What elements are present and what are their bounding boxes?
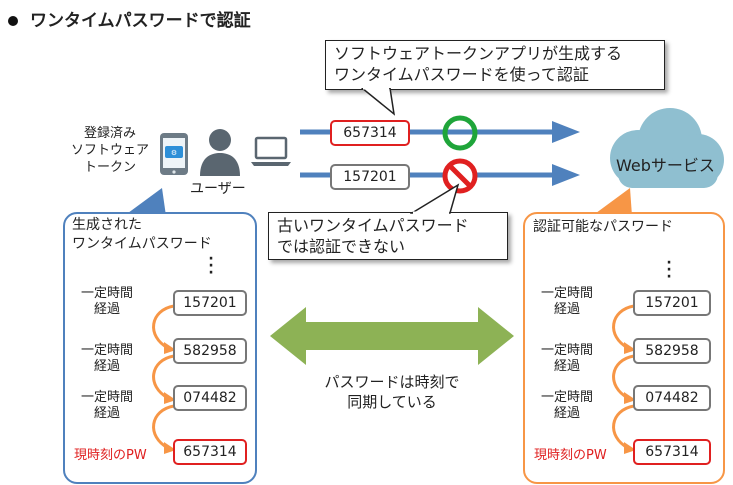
flow-invalid-code: 157201 xyxy=(330,164,410,190)
right-more-dots: ··· xyxy=(666,255,672,285)
left-interval-1: 一定時間 経過 xyxy=(72,286,142,318)
token-label: 登録済み ソフトウェア トークン xyxy=(60,125,160,176)
sync-double-arrow xyxy=(270,307,514,365)
laptop-icon xyxy=(251,136,291,166)
interval-label-line1: 一定時間 xyxy=(80,390,133,405)
right-code-1: 157201 xyxy=(633,290,711,316)
callout-app-line1: ソフトウェアトークンアプリが生成する xyxy=(334,44,623,63)
diagram-title: ワンタイムパスワードで認証 xyxy=(8,6,251,31)
token-label-line1: 登録済み xyxy=(83,126,136,141)
left-more-dots: ··· xyxy=(208,251,214,281)
callout-old-pointer xyxy=(410,183,460,215)
ok-circle-icon xyxy=(442,115,478,151)
sync-label: パスワードは時刻で 同期している xyxy=(300,372,484,412)
interval-label-line2: 経過 xyxy=(93,302,120,317)
token-label-line3: トークン xyxy=(83,160,136,175)
svg-text:⚙: ⚙ xyxy=(171,149,177,157)
interval-label-line1: 一定時間 xyxy=(540,390,593,405)
left-code-current: 657314 xyxy=(173,439,247,465)
left-panel-title-line1: 生成された xyxy=(72,217,142,233)
interval-label-line2: 経過 xyxy=(93,359,120,374)
interval-label-line1: 一定時間 xyxy=(80,286,133,301)
left-panel-pointer xyxy=(124,188,166,216)
token-label-line2: ソフトウェア xyxy=(70,143,149,158)
left-code-1: 157201 xyxy=(173,290,247,316)
callout-app-line2: ワンタイムパスワードを使って認証 xyxy=(334,65,589,84)
interval-label-line1: 一定時間 xyxy=(80,343,133,358)
callout-old-password: 古いワンタイムパスワード では認証できない xyxy=(268,212,508,260)
right-code-2: 582958 xyxy=(633,338,711,364)
right-panel-pointer xyxy=(592,188,632,216)
right-interval-2: 一定時間 経過 xyxy=(532,343,602,375)
user-icon xyxy=(200,129,240,176)
callout-old-line2: では認証できない xyxy=(277,237,406,256)
interval-label-line2: 経過 xyxy=(553,406,580,421)
title-text: ワンタイムパスワードで認証 xyxy=(30,11,251,31)
flow-valid-code: 657314 xyxy=(330,120,410,146)
left-elapse-arrows xyxy=(152,304,176,454)
left-interval-3: 一定時間 経過 xyxy=(72,390,142,422)
right-code-current: 657314 xyxy=(633,439,711,465)
right-current-label: 現時刻のPW xyxy=(534,448,607,463)
prohibited-icon xyxy=(442,158,478,194)
left-current-label: 現時刻のPW xyxy=(74,448,147,463)
left-interval-2: 一定時間 経過 xyxy=(72,343,142,375)
right-panel-title: 認証可能なパスワード xyxy=(533,219,673,235)
interval-label-line1: 一定時間 xyxy=(540,343,593,358)
user-label: ユーザー xyxy=(190,181,246,197)
cloud-label: Webサービス xyxy=(616,156,715,175)
left-code-3: 074482 xyxy=(173,385,247,411)
interval-label-line2: 経過 xyxy=(93,406,120,421)
sync-label-line1: パスワードは時刻で xyxy=(324,373,460,391)
interval-label-line1: 一定時間 xyxy=(540,286,593,301)
interval-label-line2: 経過 xyxy=(553,359,580,374)
right-code-3: 074482 xyxy=(633,385,711,411)
left-code-2: 582958 xyxy=(173,338,247,364)
smartphone-icon: ⚙ xyxy=(160,133,188,175)
right-interval-1: 一定時間 経過 xyxy=(532,286,602,318)
callout-app-generated: ソフトウェアトークンアプリが生成する ワンタイムパスワードを使って認証 xyxy=(325,40,665,90)
valid-flow-arrowhead xyxy=(552,121,580,143)
left-panel-title-line2: ワンタイムパスワード xyxy=(72,236,212,252)
sync-label-line2: 同期している xyxy=(347,393,437,411)
left-panel-title: 生成された ワンタイムパスワード xyxy=(72,216,212,254)
callout-old-line1: 古いワンタイムパスワード xyxy=(277,216,469,235)
callout-app-pointer xyxy=(360,88,396,116)
cloud-icon xyxy=(610,108,724,188)
interval-label-line2: 経過 xyxy=(553,302,580,317)
bullet-icon xyxy=(8,16,18,26)
right-elapse-arrows xyxy=(612,304,636,454)
right-interval-3: 一定時間 経過 xyxy=(532,390,602,422)
invalid-flow-arrowhead xyxy=(552,164,580,186)
